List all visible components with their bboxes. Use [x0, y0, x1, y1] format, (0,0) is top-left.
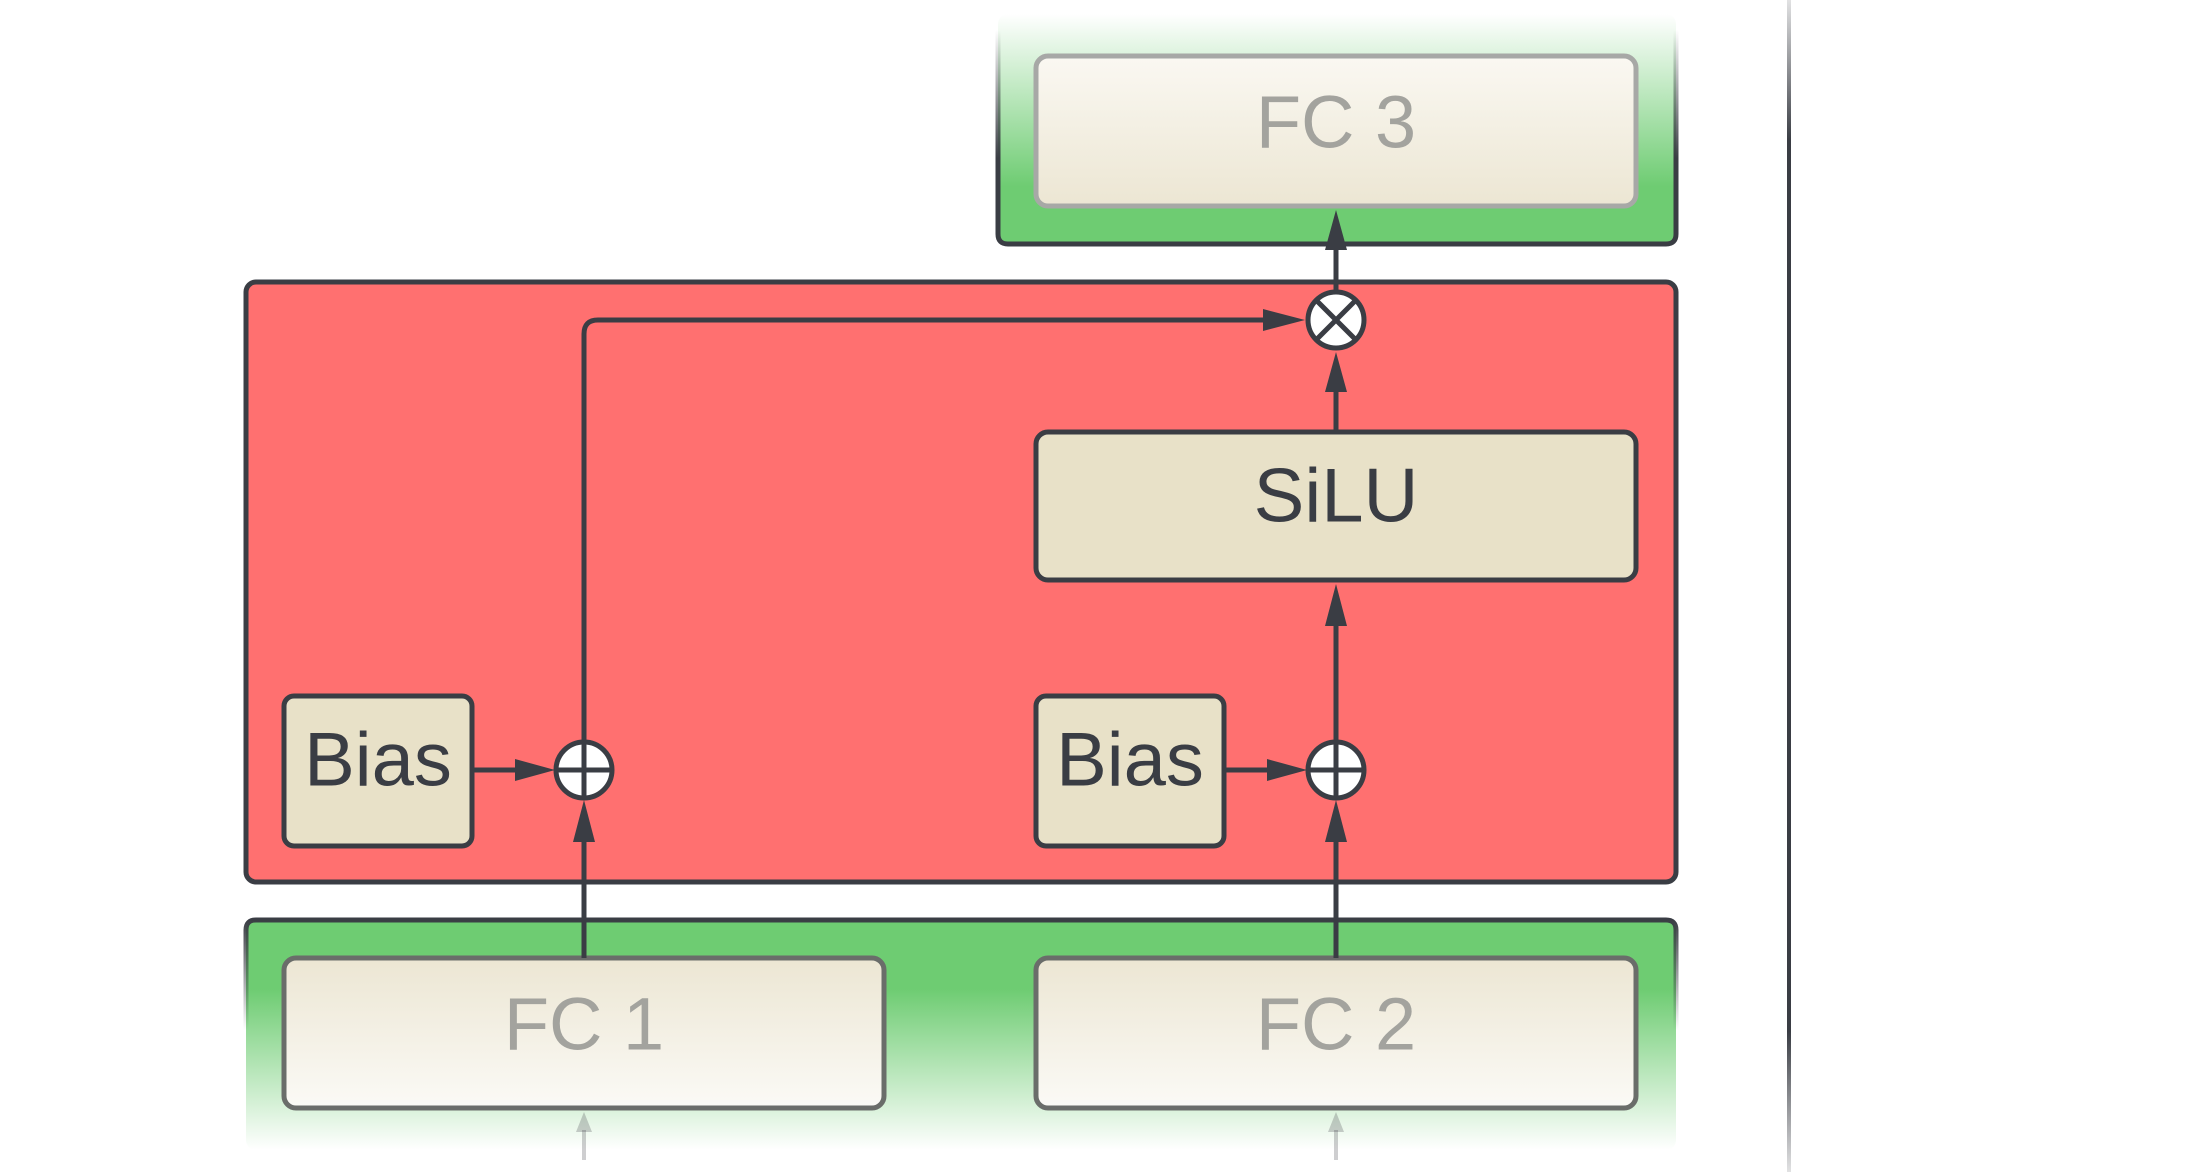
add-icon	[553, 739, 615, 801]
arrowhead-bias-right-add	[1267, 759, 1307, 781]
input-arrow-fc2	[1328, 1112, 1344, 1160]
separator-line	[1787, 0, 1791, 1172]
fc1-block: FC 1	[281, 955, 887, 1111]
arrowhead-fc3	[1325, 210, 1347, 250]
bias-right-block: Bias	[1033, 693, 1227, 849]
multiply-icon	[1305, 289, 1367, 351]
arrowheads	[515, 210, 1347, 842]
edge-add-left-to-multiply	[581, 317, 1272, 741]
fc2-block: FC 2	[1033, 955, 1639, 1111]
arrowhead-fc2-add	[1325, 800, 1347, 842]
silu-label: SiLU	[1254, 454, 1419, 539]
arrowhead-bias-left-add	[515, 759, 555, 781]
fc3-block: FC 3	[1033, 53, 1639, 209]
bias-left-label: Bias	[304, 718, 452, 803]
fc3-label: FC 3	[1256, 81, 1416, 164]
fc2-label: FC 2	[1256, 983, 1416, 1066]
arrowhead-multiply-left	[1263, 309, 1305, 331]
input-arrow-fc1	[576, 1112, 592, 1160]
silu-block: SiLU	[1033, 429, 1639, 583]
bias-right-label: Bias	[1056, 718, 1204, 803]
arrowhead-multiply-bottom	[1325, 352, 1347, 392]
fc1-label: FC 1	[504, 983, 664, 1066]
bias-left-block: Bias	[281, 693, 475, 849]
arrowhead-silu	[1325, 584, 1347, 626]
arrowhead-fc1-add	[573, 800, 595, 842]
add-icon	[1305, 739, 1367, 801]
